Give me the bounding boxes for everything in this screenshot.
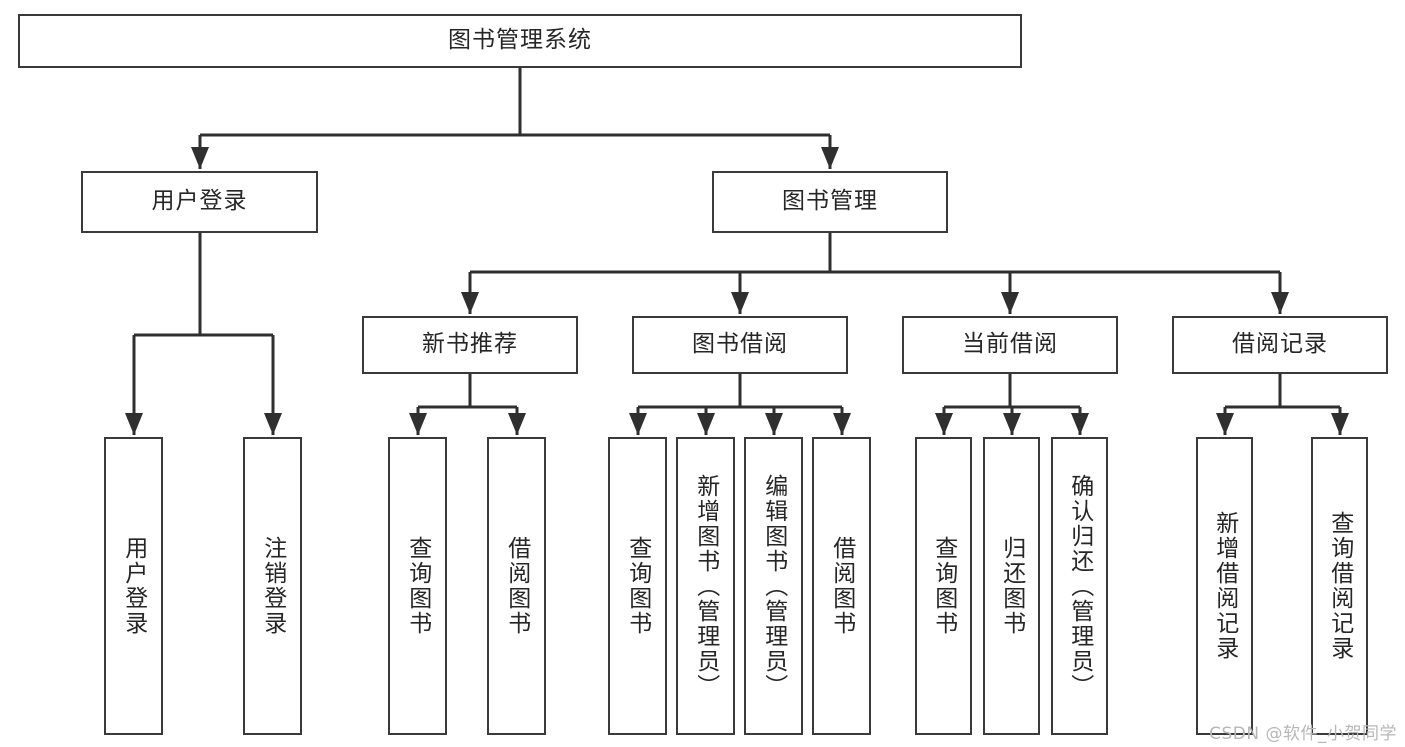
node-label-book-admin: 图书管理 [782, 188, 878, 215]
arrowhead-leaf-edit-book [765, 413, 783, 435]
node-leaf-user-login[interactable]: 用户登录 [104, 437, 163, 735]
node-label-borrow-record: 借阅记录 [1232, 331, 1328, 358]
node-label-leaf-query-book-1: 查询图书 [404, 536, 431, 636]
node-leaf-query-book-2[interactable]: 查询图书 [608, 437, 667, 735]
node-label-user-login: 用户登录 [151, 188, 248, 215]
node-leaf-borrow-book-2[interactable]: 借阅图书 [812, 437, 871, 735]
node-label-leaf-query-book-3: 查询图书 [930, 536, 957, 636]
node-label-new-book-rec: 新书推荐 [422, 331, 518, 358]
node-label-leaf-confirm-return: 确认归还（管理员） [1066, 473, 1093, 699]
node-root[interactable]: 图书管理系统 [18, 14, 1022, 68]
node-current-borrow[interactable]: 当前借阅 [902, 316, 1118, 374]
node-leaf-logout[interactable]: 注销登录 [243, 437, 302, 735]
node-label-leaf-user-login: 用户登录 [120, 536, 147, 636]
arrowhead-user-login [191, 147, 209, 169]
arrowhead-leaf-borrow-book-1 [508, 413, 526, 435]
node-leaf-return-book[interactable]: 归还图书 [983, 437, 1040, 735]
node-label-leaf-query-book-2: 查询图书 [624, 536, 651, 636]
node-label-root: 图书管理系统 [448, 27, 592, 54]
node-book-borrow[interactable]: 图书借阅 [632, 316, 848, 374]
node-leaf-confirm-return[interactable]: 确认归还（管理员） [1051, 437, 1108, 735]
arrowhead-leaf-user-login [125, 413, 143, 435]
node-label-book-borrow: 图书借阅 [692, 331, 788, 358]
node-leaf-query-record[interactable]: 查询借阅记录 [1311, 437, 1368, 735]
node-label-leaf-borrow-book-2: 借阅图书 [828, 536, 855, 636]
node-label-current-borrow: 当前借阅 [962, 331, 1058, 358]
arrowhead-leaf-query-record [1331, 413, 1349, 435]
node-leaf-borrow-book-1[interactable]: 借阅图书 [487, 437, 546, 735]
node-label-leaf-add-record: 新增借阅记录 [1211, 511, 1238, 661]
node-borrow-record[interactable]: 借阅记录 [1172, 316, 1388, 374]
node-book-admin[interactable]: 图书管理 [712, 171, 948, 233]
arrowhead-book-borrow [731, 292, 749, 314]
arrowhead-current-borrow [1001, 292, 1019, 314]
node-label-leaf-logout: 注销登录 [259, 536, 286, 636]
watermark: CSDN @软件_小贺同学 [1209, 724, 1397, 744]
arrowhead-book-admin [821, 147, 839, 169]
arrowhead-leaf-logout [264, 413, 282, 435]
arrowhead-leaf-borrow-book-2 [833, 413, 851, 435]
arrowhead-leaf-confirm-return [1071, 413, 1089, 435]
node-leaf-query-book-3[interactable]: 查询图书 [915, 437, 972, 735]
arrowhead-leaf-add-record [1216, 413, 1234, 435]
node-label-leaf-query-record: 查询借阅记录 [1326, 511, 1353, 661]
arrowhead-leaf-query-book-3 [935, 413, 953, 435]
node-label-leaf-return-book: 归还图书 [998, 536, 1025, 636]
node-leaf-add-book[interactable]: 新增图书（管理员） [676, 437, 735, 735]
node-user-login[interactable]: 用户登录 [81, 171, 318, 233]
node-leaf-query-book-1[interactable]: 查询图书 [388, 437, 447, 735]
node-label-leaf-borrow-book-1: 借阅图书 [503, 536, 530, 636]
arrowhead-leaf-return-book [1003, 413, 1021, 435]
node-new-book-rec[interactable]: 新书推荐 [362, 316, 578, 374]
arrowhead-new-book-rec [461, 292, 479, 314]
arrowhead-leaf-add-book [697, 413, 715, 435]
arrowhead-leaf-query-book-1 [409, 413, 427, 435]
node-label-leaf-add-book: 新增图书（管理员） [692, 473, 719, 699]
arrowhead-borrow-record [1271, 292, 1289, 314]
node-leaf-add-record[interactable]: 新增借阅记录 [1196, 437, 1253, 735]
node-label-leaf-edit-book: 编辑图书（管理员） [760, 473, 787, 699]
arrowhead-leaf-query-book-2 [629, 413, 647, 435]
node-leaf-edit-book[interactable]: 编辑图书（管理员） [744, 437, 803, 735]
